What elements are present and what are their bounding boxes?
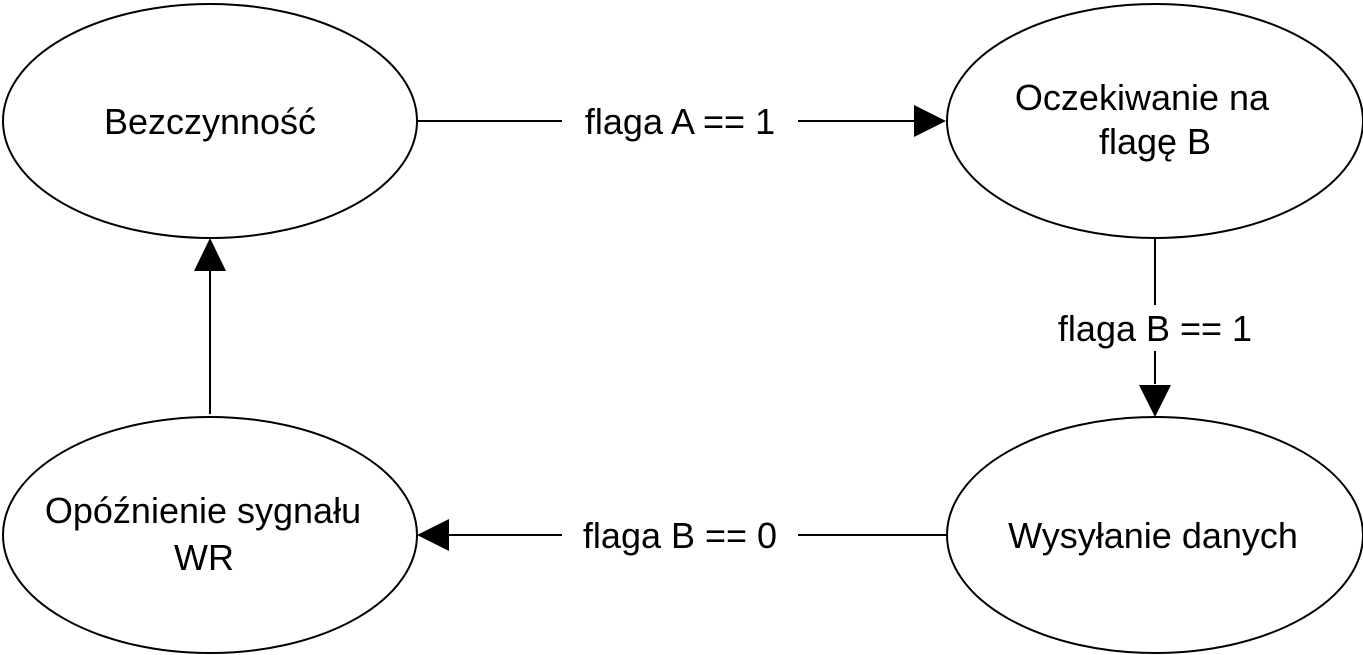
arrowhead-down-icon	[1139, 385, 1171, 417]
label-background	[1036, 305, 1274, 351]
arrowhead-right-icon	[914, 105, 946, 137]
state-ellipse	[2, 3, 418, 239]
state-ellipse	[946, 3, 1363, 239]
state-ellipse	[2, 416, 418, 654]
state-wr-delay: Opóźnienie sygnału WR	[2, 416, 418, 654]
transition-sending-to-delay: flaga B == 0	[417, 512, 946, 558]
transition-label-flag-a-1: flaga A == 1	[585, 101, 775, 142]
label-background	[562, 512, 798, 558]
arrowhead-up-icon	[194, 238, 226, 271]
transition-waiting-to-sending: flaga B == 1	[1036, 239, 1274, 417]
label-background	[562, 98, 798, 144]
state-waiting-flag-b: Oczekiwanie na flagę B	[946, 3, 1363, 239]
state-label: Wysyłanie danych	[1008, 515, 1298, 556]
arrowhead-left-icon	[417, 519, 449, 551]
transition-label-flag-b-0: flaga B == 0	[583, 515, 777, 556]
transition-label-flag-b-1: flaga B == 1	[1058, 308, 1252, 349]
state-sending-data: Wysyłanie danych	[946, 416, 1363, 654]
transition-idle-to-waiting: flaga A == 1	[417, 98, 946, 144]
state-idle: Bezczynność	[2, 3, 418, 239]
state-label: Opóźnienie sygnału WR	[45, 490, 371, 578]
transition-delay-to-idle	[194, 238, 226, 414]
state-ellipse	[946, 416, 1363, 654]
state-label: Bezczynność	[104, 101, 316, 142]
state-label: Oczekiwanie na flagę B	[1015, 77, 1279, 162]
